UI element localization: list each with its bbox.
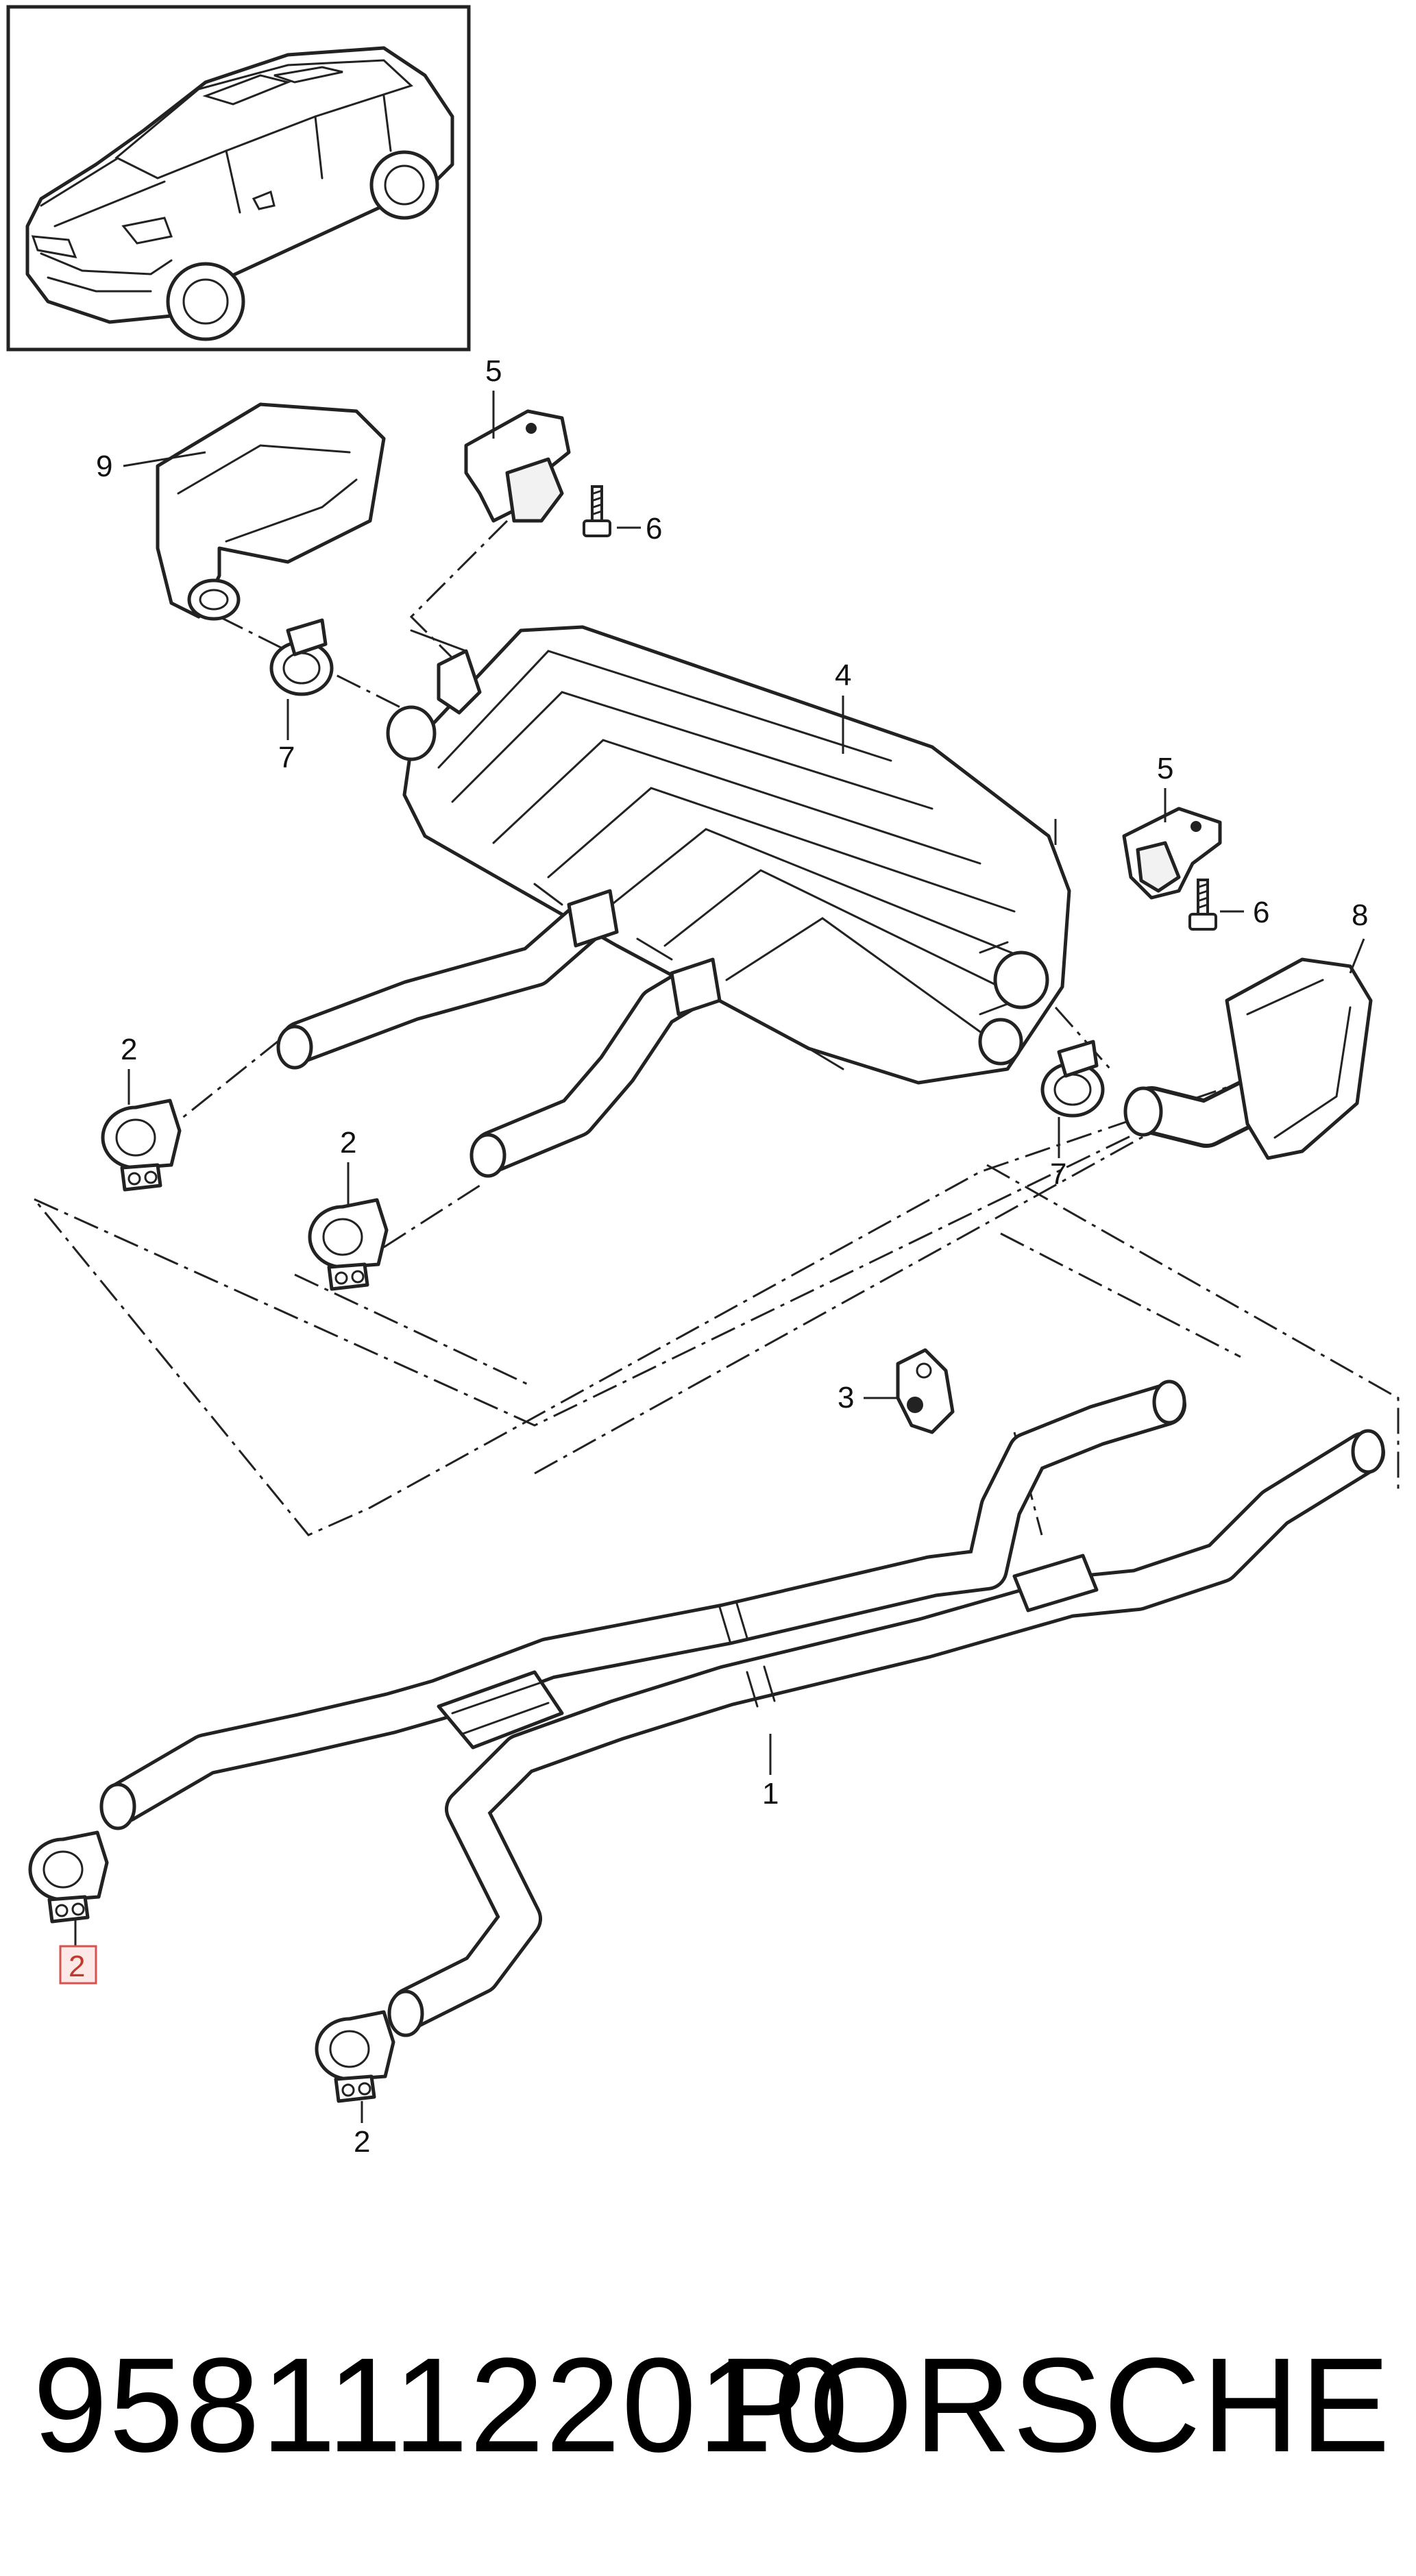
leader-lines <box>74 391 1365 2123</box>
callout-2-upper-middle: 2 <box>340 1126 356 1160</box>
part-5-right-hanger <box>1122 807 1222 900</box>
callout-2-highlight-box <box>59 1945 97 1985</box>
callout-4: 4 <box>835 659 851 692</box>
part-4-rear-muffler <box>386 625 1071 1085</box>
callout-2-highlighted: 2 <box>69 1950 85 1983</box>
part-2-clamp-upper-left <box>101 1099 182 1192</box>
callout-2-upper-left: 2 <box>121 1033 137 1066</box>
part-3-rubber-hanger <box>896 1348 955 1434</box>
callout-1: 1 <box>762 1777 779 1811</box>
muffler-inlet-pipes <box>276 889 722 1178</box>
callout-labels: 5 9 6 4 7 5 6 8 2 7 2 3 1 2 2 <box>59 354 1368 2159</box>
part-2-clamp-lower-right <box>315 2010 395 2103</box>
vehicle-thumbnail <box>6 5 471 352</box>
callout-7-right: 7 <box>1050 1157 1066 1191</box>
part-2-clamp-lower-left <box>28 1830 109 1924</box>
callout-6-left: 6 <box>646 512 662 545</box>
part-8-right-tailpipe <box>1123 957 1373 1160</box>
brand-name: PORSCHE <box>717 2330 1391 2480</box>
exhaust-system-diagram: 5 9 6 4 7 5 6 8 2 7 2 3 1 2 2 <box>6 5 1400 2159</box>
callout-6-right: 6 <box>1253 896 1269 929</box>
callout-7-left: 7 <box>278 741 295 774</box>
callout-3: 3 <box>838 1381 854 1414</box>
part-6-left-bolt <box>583 485 611 537</box>
part-1-front-pipe-assembly <box>99 1379 1385 2037</box>
callout-8: 8 <box>1352 898 1368 932</box>
part-2-clamp-upper-middle <box>308 1198 389 1291</box>
callout-2-lower-right: 2 <box>354 2125 370 2159</box>
part-number: 95811122010 <box>33 2330 850 2480</box>
part-9-left-tailpipe <box>156 402 386 621</box>
footer: 95811122010 PORSCHE <box>0 2316 1416 2494</box>
callout-5-left: 5 <box>485 354 502 388</box>
part-5-left-hanger <box>464 409 571 523</box>
callout-9: 9 <box>96 450 112 483</box>
callout-5-right: 5 <box>1157 752 1173 785</box>
part-6-right-bolt <box>1188 879 1217 931</box>
part-7-left-clamp <box>269 618 334 696</box>
part-7-right-clamp <box>1040 1040 1105 1118</box>
suv-illustration <box>25 46 454 341</box>
